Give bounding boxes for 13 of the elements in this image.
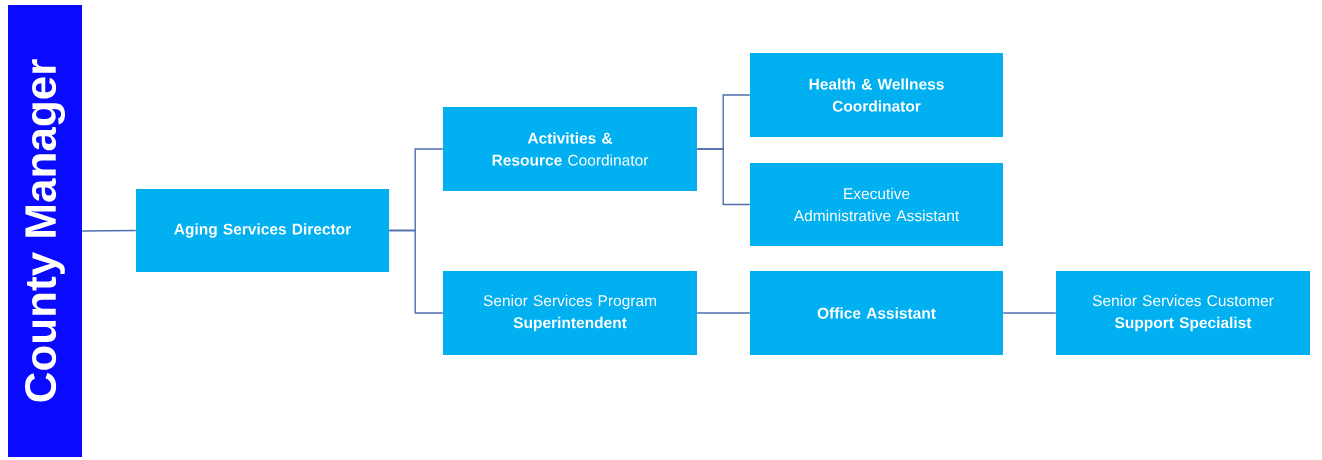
- title-bar: County Manager: [8, 5, 82, 457]
- position-box: Health & Wellness Coordinator: [750, 53, 1003, 137]
- connector-line: [696, 312, 751, 314]
- position-box: Aging Services Director: [136, 189, 389, 272]
- connector-line: [388, 229, 444, 314]
- connector-line: [696, 148, 751, 206]
- position-box: Office Assistant: [750, 271, 1003, 355]
- position-box: Executive Administrative Assistant: [750, 163, 1003, 246]
- position-box: Activities & Resource Coordinator: [443, 107, 697, 191]
- position-box: Senior Services Program Superintendent: [443, 271, 697, 355]
- connector-line: [1002, 312, 1057, 314]
- connector-line: [81, 229, 137, 232]
- position-box: Senior Services Customer Support Specialist: [1056, 271, 1310, 355]
